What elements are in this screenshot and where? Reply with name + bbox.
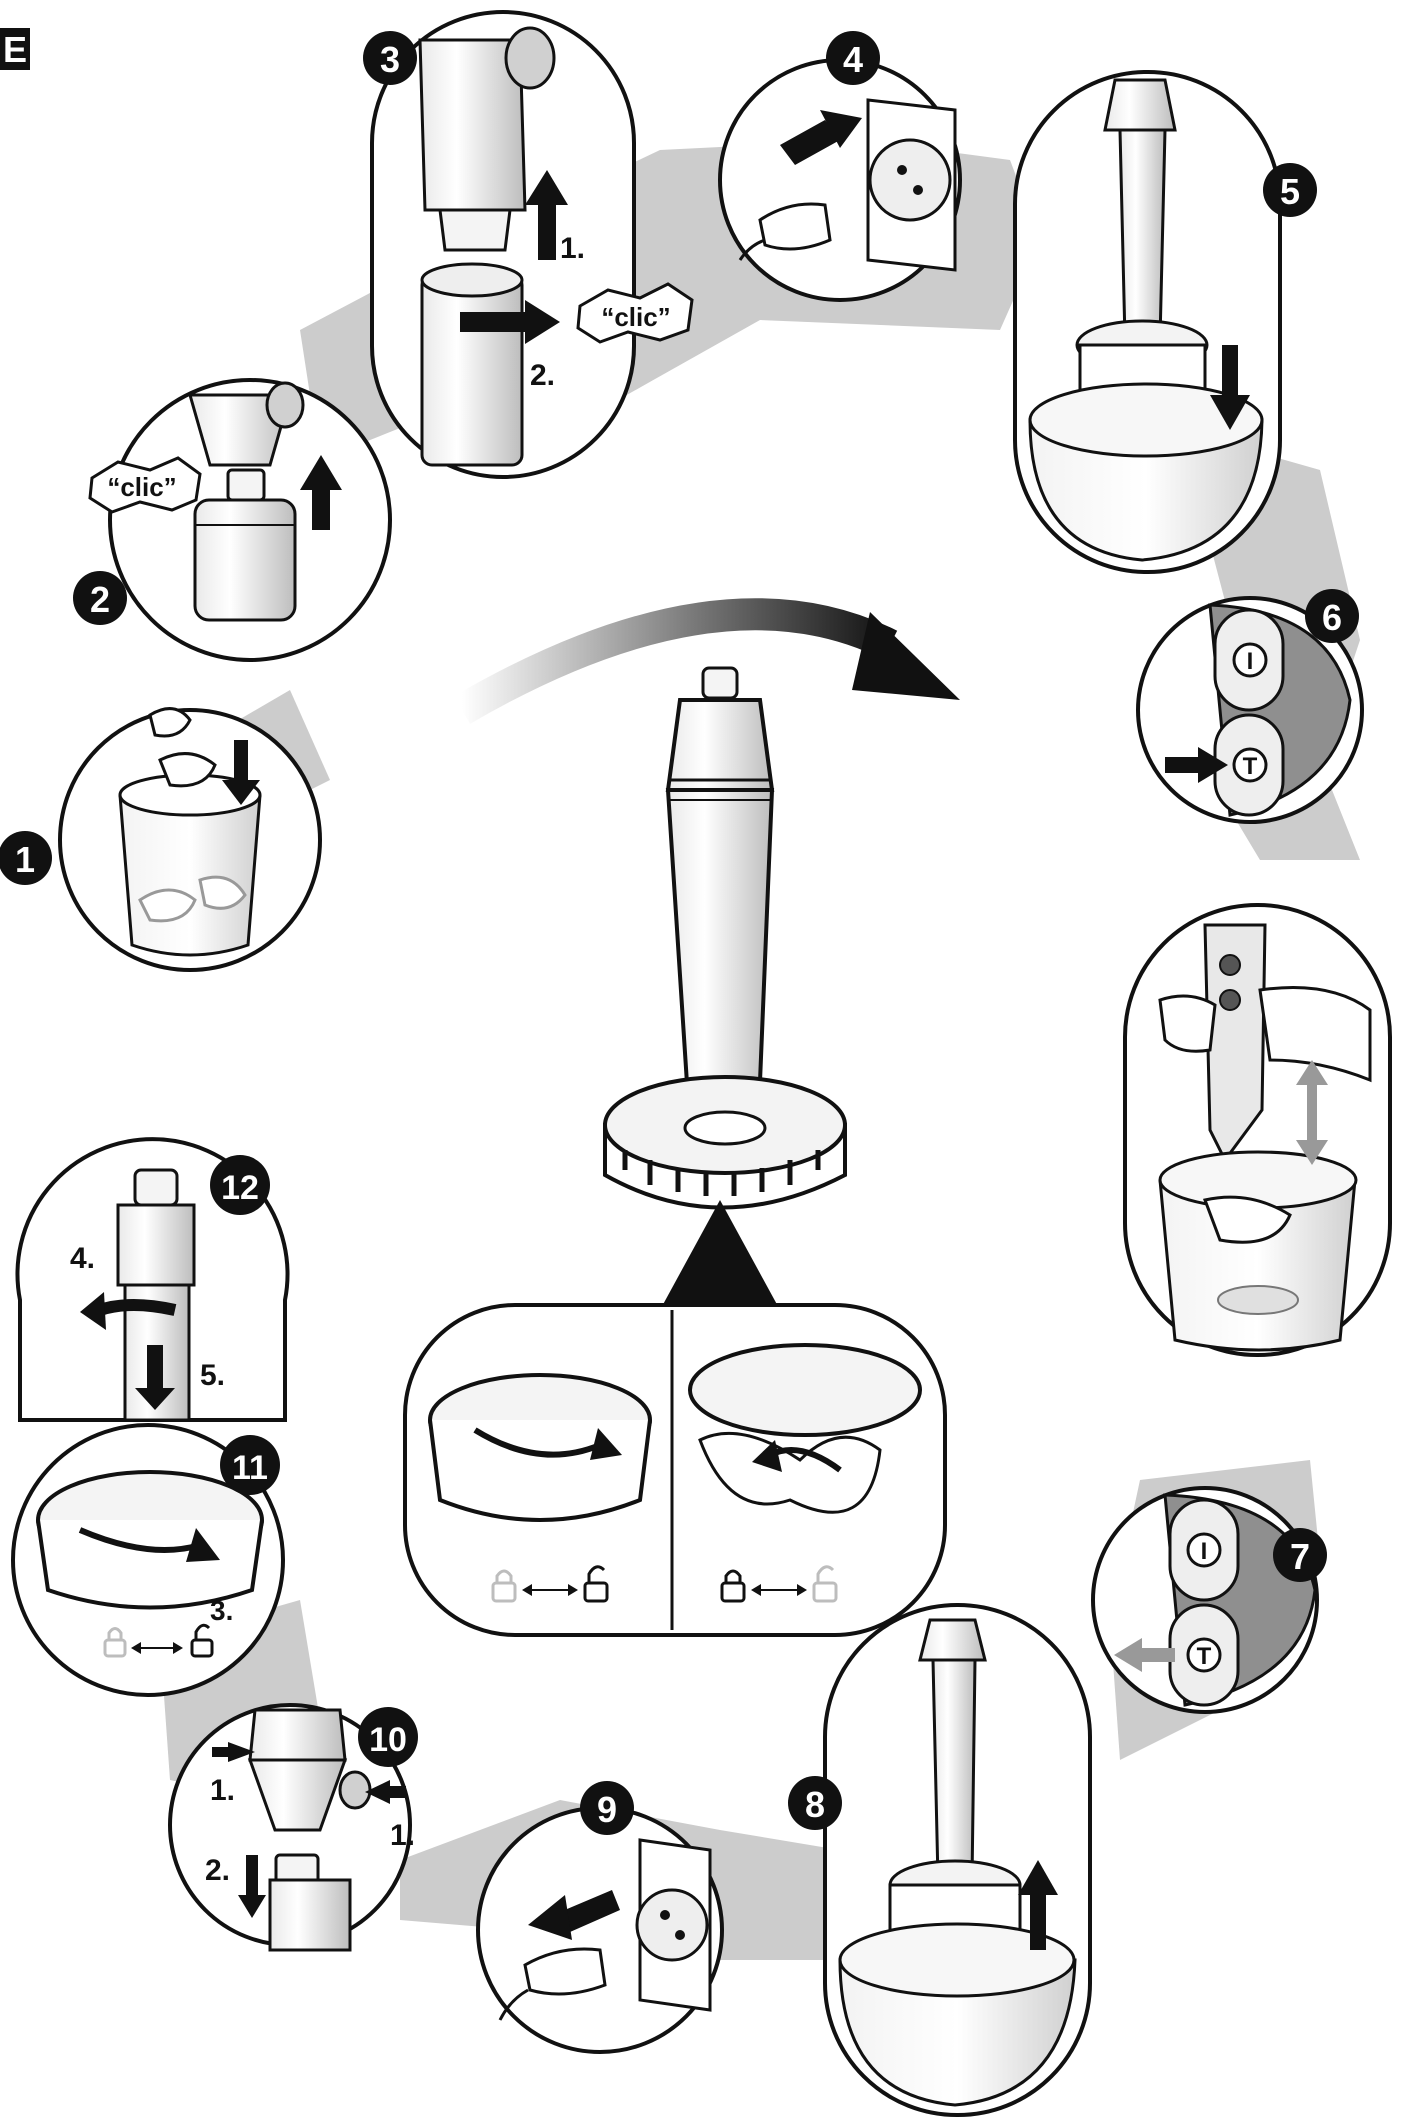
unlock-icon xyxy=(812,1565,838,1603)
step-7-panel: I T xyxy=(1091,1486,1319,1714)
unlock-icon xyxy=(190,1623,214,1658)
step-1-panel xyxy=(58,707,322,972)
speed-button-label: I xyxy=(1247,648,1254,675)
step-9-panel xyxy=(476,1806,724,2054)
section-letter: E xyxy=(3,29,27,70)
step-2-panel: “clic” xyxy=(88,378,392,662)
step-4-badge: 4 xyxy=(826,31,880,85)
step-8-panel xyxy=(823,1603,1092,2117)
step-10-panel: 1. 1. 2. xyxy=(168,1703,415,1952)
step-number: 3 xyxy=(380,39,400,80)
turbo-button-label: T xyxy=(1243,753,1258,780)
step-12-badge: 12 xyxy=(210,1155,270,1215)
step-6-badge: 6 xyxy=(1305,589,1359,643)
lock-icon xyxy=(491,1569,517,1603)
step-number: 11 xyxy=(232,1449,268,1487)
step-3-sound-label: “clic” xyxy=(601,302,670,332)
lock-unlock-callout xyxy=(403,1303,947,1637)
step-9-badge: 9 xyxy=(580,1781,634,1835)
sound-burst: “clic” xyxy=(576,282,694,344)
step-12-sub-label-1: 4. xyxy=(70,1242,95,1275)
step-8-badge: 8 xyxy=(788,1776,842,1830)
step-number: 4 xyxy=(843,39,863,80)
turbo-button-label: T xyxy=(1197,1643,1212,1670)
step-number: 6 xyxy=(1322,597,1342,638)
step-10-badge: 10 xyxy=(358,1707,418,1767)
central-blender-shaft xyxy=(603,666,847,1310)
up-down-arrow-icon xyxy=(1296,1060,1328,1165)
step-number: 5 xyxy=(1280,171,1300,212)
unlock-icon xyxy=(583,1565,609,1603)
step-6-panel: I T xyxy=(1136,596,1364,824)
step-number: 2 xyxy=(90,579,110,620)
step-3-badge: 3 xyxy=(363,31,417,85)
step-number: 12 xyxy=(221,1169,259,1207)
step-5-panel xyxy=(1013,70,1282,574)
guard-rotate-left xyxy=(428,1373,652,1522)
speed-button-label: I xyxy=(1201,1538,1208,1565)
step-4-panel xyxy=(718,58,962,302)
step-2-sound-label: “clic” xyxy=(107,472,176,502)
blade-rotate-right xyxy=(688,1343,922,1514)
step-3-panel: 1. 2. “clic” xyxy=(370,10,694,479)
double-arrow-icon xyxy=(131,1642,183,1654)
step-11-panel: 3. xyxy=(11,1423,285,1697)
step-12-panel: 4. 5. xyxy=(15,1137,290,1422)
step-5-badge: 5 xyxy=(1263,163,1317,217)
step-12-sub-label-2: 5. xyxy=(200,1359,225,1392)
lock-icon xyxy=(720,1569,746,1603)
blending-action-panel xyxy=(1123,903,1392,1357)
lock-icon xyxy=(103,1627,127,1658)
double-arrow-icon xyxy=(751,1584,807,1596)
step-11-sub-label: 3. xyxy=(210,1595,233,1626)
step-number: 7 xyxy=(1290,1536,1310,1577)
step-3-sub-label-1: 1. xyxy=(560,232,585,265)
section-letter-badge: E xyxy=(0,28,30,70)
step-10-sub-label-1: 1. xyxy=(210,1774,235,1807)
step-2-badge: 2 xyxy=(73,571,127,625)
step-1-badge: 1 xyxy=(0,831,52,885)
step-10-sub-label-3: 2. xyxy=(205,1854,230,1887)
double-arrow-icon xyxy=(522,1584,578,1596)
step-number: 10 xyxy=(369,1721,407,1759)
central-arc-arrow xyxy=(453,598,960,724)
step-10-sub-label-2: 1. xyxy=(390,1819,415,1852)
step-number: 8 xyxy=(805,1784,825,1825)
step-number: 9 xyxy=(597,1789,617,1830)
step-7-badge: 7 xyxy=(1273,1528,1327,1582)
step-11-badge: 11 xyxy=(220,1435,280,1495)
step-number: 1 xyxy=(15,839,35,880)
step-3-sub-label-2: 2. xyxy=(530,359,555,392)
sound-burst: “clic” xyxy=(88,456,202,514)
